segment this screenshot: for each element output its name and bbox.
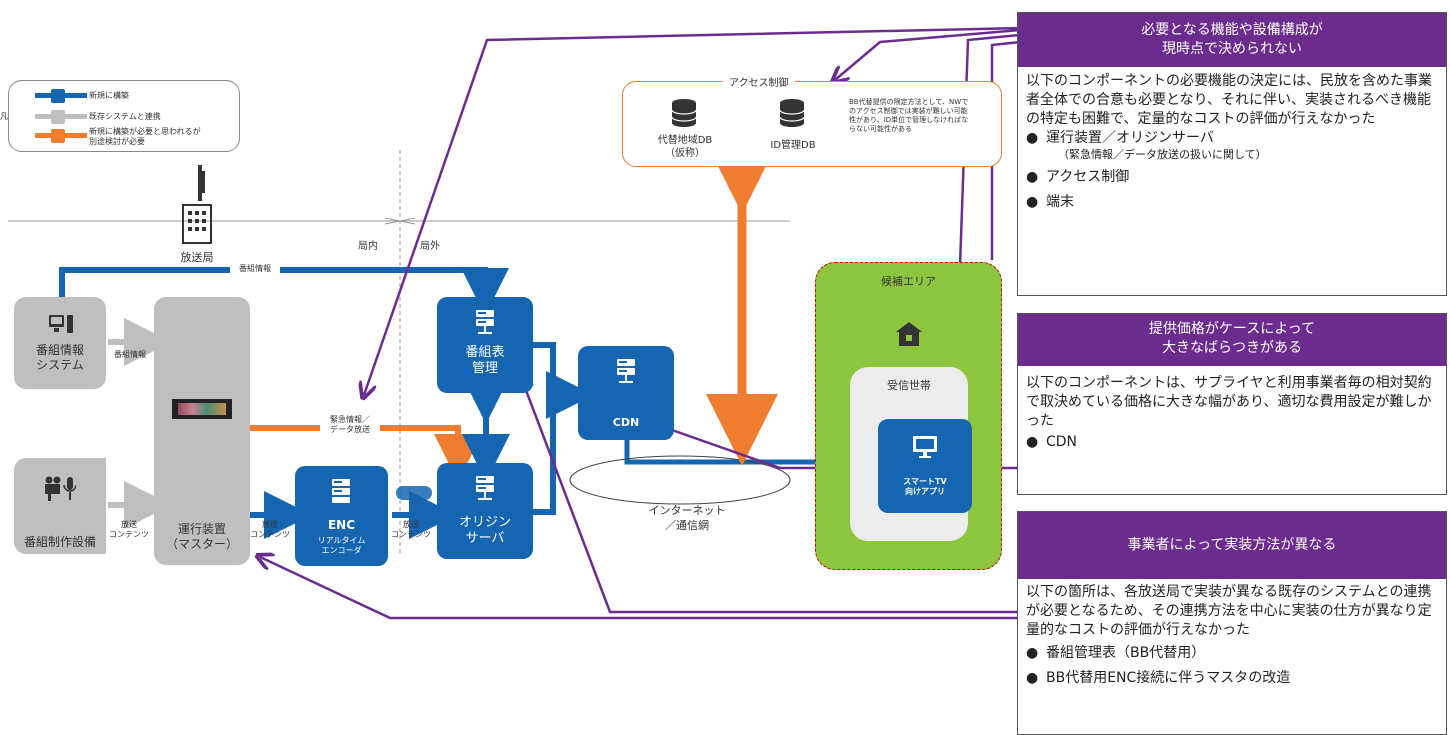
server-icon <box>475 475 495 505</box>
panel-1-bullet: ●アクセス制御 <box>1026 169 1130 185</box>
panel-implementation-diff: 事業者によって実装方法が異なる 以下の箇所は、各放送局で実装が異なる既存のシステ… <box>1017 511 1447 735</box>
master-label: 運行装置 （マスター） <box>165 522 238 551</box>
household-label: 受信世帯 <box>887 379 931 392</box>
legend-tbd: 新規に構築が必要と思われるが 別途検討が必要 <box>89 127 201 146</box>
panel-1-header: 必要となる機能や設備構成が 現時点で決められない <box>1018 13 1446 67</box>
zone-outside-label: 局外 <box>420 241 440 252</box>
bullet-icon: ● <box>1026 670 1039 686</box>
panel-2-header: 提供価格がケースによって 大きなばらつきがある <box>1018 314 1446 366</box>
candidate-area: 候補エリア 受信世帯 スマートTV 向けアプリ <box>815 262 1002 570</box>
origin-server: オリジン サーバ <box>437 463 533 559</box>
house-icon <box>894 321 924 351</box>
panel-3-bullet: ●BB代替用ENC接続に伴うマスタの改造 <box>1026 670 1291 686</box>
flow-broadcast-content-2: 放送 コンテンツ <box>250 520 290 539</box>
bullet-icon: ● <box>1026 194 1039 210</box>
origin-label: オリジン サーバ <box>458 515 511 546</box>
panel-1-bullet: ●端末 <box>1026 194 1074 210</box>
panel-1-bullet-sub: （緊急情報／データ放送の扱いに関して） <box>1058 148 1267 161</box>
master-screen <box>172 399 232 419</box>
database-icon <box>671 98 697 132</box>
tv-label: スマートTV 向けアプリ <box>903 477 947 496</box>
panel-undetermined: 必要となる機能や設備構成が 現時点で決められない 以下のコンポーネントの必要機能… <box>1017 12 1447 296</box>
panel-price-variance: 提供価格がケースによって 大きなばらつきがある 以下のコンポーネントは、サプライ… <box>1017 313 1447 495</box>
zone-inside-label: 局内 <box>358 241 378 252</box>
encoder-sub: リアルタイム エンコーダ <box>317 536 366 555</box>
encoder-title: ENC <box>327 518 356 532</box>
panel-1-body: 以下のコンポーネントの必要機能の決定には、民放を含めた事業者全体での合意も必要と… <box>1026 73 1432 127</box>
legend-new: 新規に構築 <box>89 91 129 100</box>
household: 受信世帯 スマートTV 向けアプリ <box>850 367 972 541</box>
db1-label: 代替地域DB （仮称） <box>657 135 713 159</box>
access-control: アクセス制御 代替地域DB （仮称） ID管理DB BB代替提供の限定方法として… <box>622 74 1002 167</box>
schedule-label: 番組表 管理 <box>465 345 505 376</box>
master-equipment: 運行装置 （マスター） <box>154 297 250 565</box>
server-icon <box>616 358 636 388</box>
bullet-icon: ● <box>1026 169 1039 185</box>
building-icon <box>180 165 214 245</box>
panel-2-body: 以下のコンポーネントは、サプライヤと利用事業者毎の相対契約で取決めている価格に大… <box>1026 375 1432 429</box>
panel-3-body: 以下の箇所は、各放送局で実装が異なる既存のシステムとの連携が必要となるため、その… <box>1026 584 1432 638</box>
flow-emergency: 緊急情報／ データ放送 <box>320 415 380 435</box>
schedule-management: 番組表 管理 <box>437 297 533 393</box>
candidate-area-label: 候補エリア <box>881 275 936 288</box>
panel-2-bullet: ●CDN <box>1026 434 1078 450</box>
server-icon <box>475 309 495 339</box>
panel-1-bullet: ●運行装置／オリジンサーバ <box>1026 130 1214 146</box>
panel-3-bullet: ●番組管理表（BB代替用） <box>1026 645 1206 661</box>
camera-mic-icon <box>44 476 77 506</box>
internet-label: インターネット ／通信網 <box>648 504 726 532</box>
bullet-icon: ● <box>1026 434 1039 450</box>
access-note: BB代替提供の限定方法として、NWでのアクセス制御では実装が難しい可能性があり、… <box>849 98 969 133</box>
internet-cloud <box>569 455 791 505</box>
emergency-flow <box>250 425 482 482</box>
production-label: 番組制作設備 <box>23 535 96 549</box>
program-info-label: 番組情報 システム <box>35 343 84 372</box>
access-title: アクセス制御 <box>723 74 795 89</box>
encoder: ENC リアルタイム エンコーダ <box>295 466 388 566</box>
cdn-label: CDN <box>612 416 640 429</box>
bullet-icon: ● <box>1026 130 1039 146</box>
database-icon <box>779 98 805 132</box>
production-equipment: 番組制作設備 <box>14 458 106 554</box>
legend-existing: 既存システムと連携 <box>89 112 161 121</box>
panel-3-header: 事業者によって実装方法が異なる <box>1018 512 1446 579</box>
flow-broadcast-content-3: 放送 コンテンツ <box>391 520 431 539</box>
computer-icon <box>48 313 74 339</box>
program-info-flow <box>59 267 509 316</box>
legend: 新規に構築 既存システムと連携 新規に構築が必要と思われるが 別途検討が必要 <box>8 80 240 152</box>
program-info-system: 番組情報 システム <box>14 297 106 389</box>
cdn-node: CDN <box>578 346 674 440</box>
bullet-icon: ● <box>1026 645 1039 661</box>
broadcaster-label: 放送局 <box>180 251 214 264</box>
flow-broadcast-content-1: 放送 コンテンツ <box>109 520 149 539</box>
tv-icon <box>912 435 938 463</box>
db2-label: ID管理DB <box>770 140 816 151</box>
flow-program-info-side: 番組情報 <box>114 350 146 359</box>
smart-tv-terminal: スマートTV 向けアプリ <box>878 419 972 513</box>
server-icon <box>331 478 351 508</box>
flow-program-info-top: 番組情報 <box>230 264 280 274</box>
